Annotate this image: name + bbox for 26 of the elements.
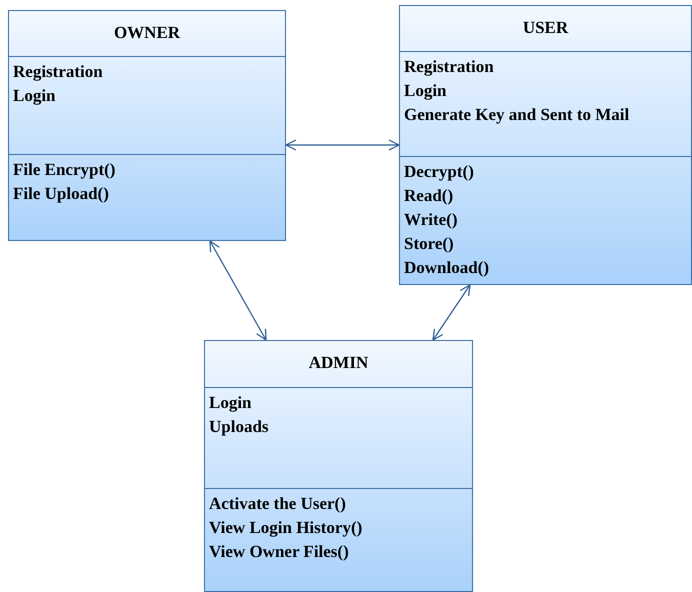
association-arrow bbox=[209, 240, 267, 341]
class-member: Login bbox=[209, 392, 253, 414]
association-arrow bbox=[432, 284, 471, 341]
class-member: Login bbox=[13, 85, 57, 107]
class-member: Registration bbox=[13, 61, 104, 83]
class-member: Generate Key and Sent to Mail bbox=[404, 104, 630, 126]
class-member: Registration bbox=[404, 56, 495, 78]
class-member: View Login History() bbox=[209, 517, 364, 539]
class-member: Store() bbox=[404, 233, 455, 255]
class-member: Activate the User() bbox=[209, 493, 347, 515]
class-name: USER bbox=[522, 17, 570, 39]
class-member: Write() bbox=[404, 209, 458, 231]
class-name: ADMIN bbox=[308, 352, 370, 374]
class-box bbox=[204, 340, 473, 592]
class-member: Read() bbox=[404, 185, 454, 207]
class-box bbox=[399, 5, 692, 285]
class-member: Uploads bbox=[209, 416, 270, 438]
class-member: File Encrypt() bbox=[13, 159, 116, 181]
class-member: Decrypt() bbox=[404, 161, 475, 183]
class-member: Download() bbox=[404, 257, 490, 279]
class-name: OWNER bbox=[112, 22, 182, 44]
association-arrow bbox=[285, 139, 400, 151]
class-member: File Upload() bbox=[13, 183, 110, 205]
class-member: View Owner Files() bbox=[209, 541, 350, 563]
class-box bbox=[8, 10, 286, 241]
class-member: Login bbox=[404, 80, 448, 102]
